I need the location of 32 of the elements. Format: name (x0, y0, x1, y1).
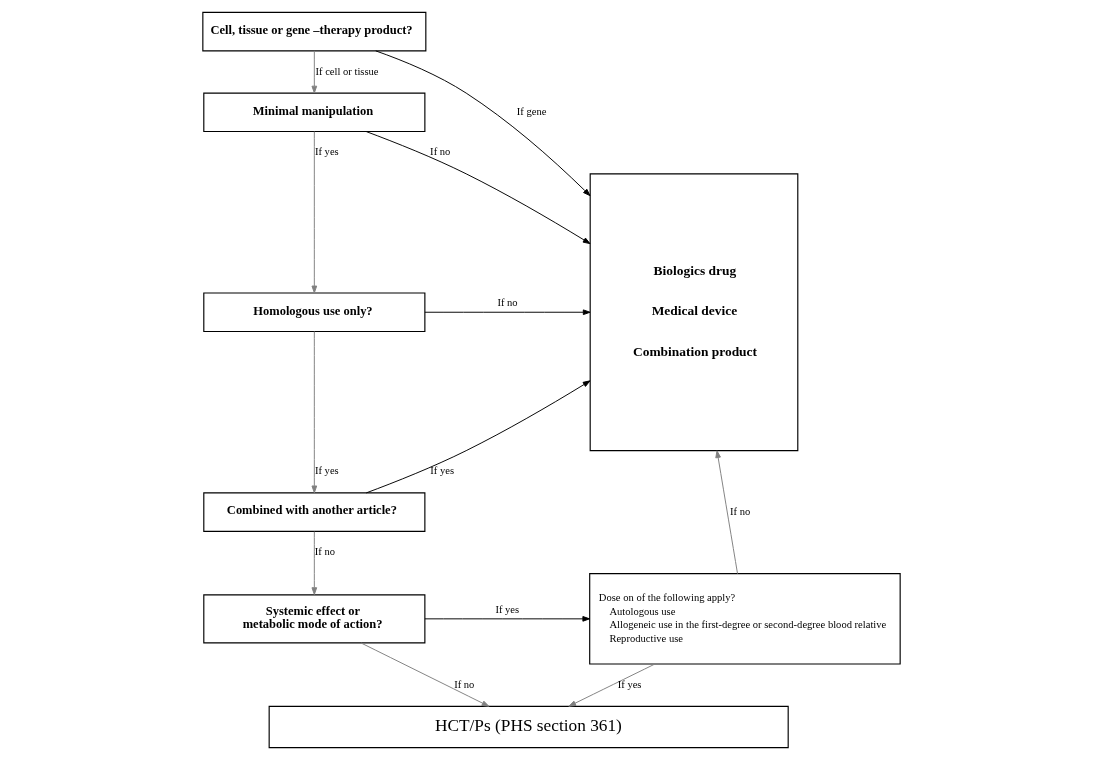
edge-label: If cell or tissue (314, 65, 379, 77)
arrow (365, 131, 590, 245)
arrow (311, 531, 317, 595)
node-box: Cell, tissue or gene –therapy product? (201, 11, 426, 52)
node-box: Dose on of the following apply? Autologous use Allogeneic use in the first-degree or second-degree blood relative Reproductive use (588, 573, 901, 665)
node-box: Minimal manipulation (202, 92, 425, 133)
arrow (567, 663, 655, 707)
edge-label: If yes (494, 603, 519, 615)
arrow (311, 50, 317, 94)
node-box: Systemic effect or metabolic mode of action? (202, 594, 425, 644)
arrow (423, 309, 591, 316)
edge-label: If yes (617, 678, 641, 690)
node-box: HCT/Ps (PHS section 361) (268, 705, 789, 749)
edge-label: If gene (516, 106, 546, 118)
edge-label: If no (453, 678, 474, 690)
edge-label: If yes (429, 465, 454, 477)
edge-label: If yes (314, 146, 339, 158)
node-box: Homologous use only? (202, 292, 425, 333)
edge-label: If no (496, 297, 518, 309)
arrow (365, 380, 590, 494)
arrow (714, 450, 738, 575)
edge-label: If yes (314, 465, 339, 477)
edge-label: If no (314, 546, 335, 558)
edge-label: If no (729, 505, 750, 517)
arrow (311, 331, 317, 494)
node-box: Biologics drug Medical device Combination product (589, 173, 798, 452)
arrow (423, 616, 590, 622)
arrow (374, 50, 590, 197)
edge-label: If no (429, 146, 450, 158)
arrow (360, 642, 489, 707)
node-box: Combined with another article? (202, 492, 425, 532)
arrow (311, 131, 317, 294)
